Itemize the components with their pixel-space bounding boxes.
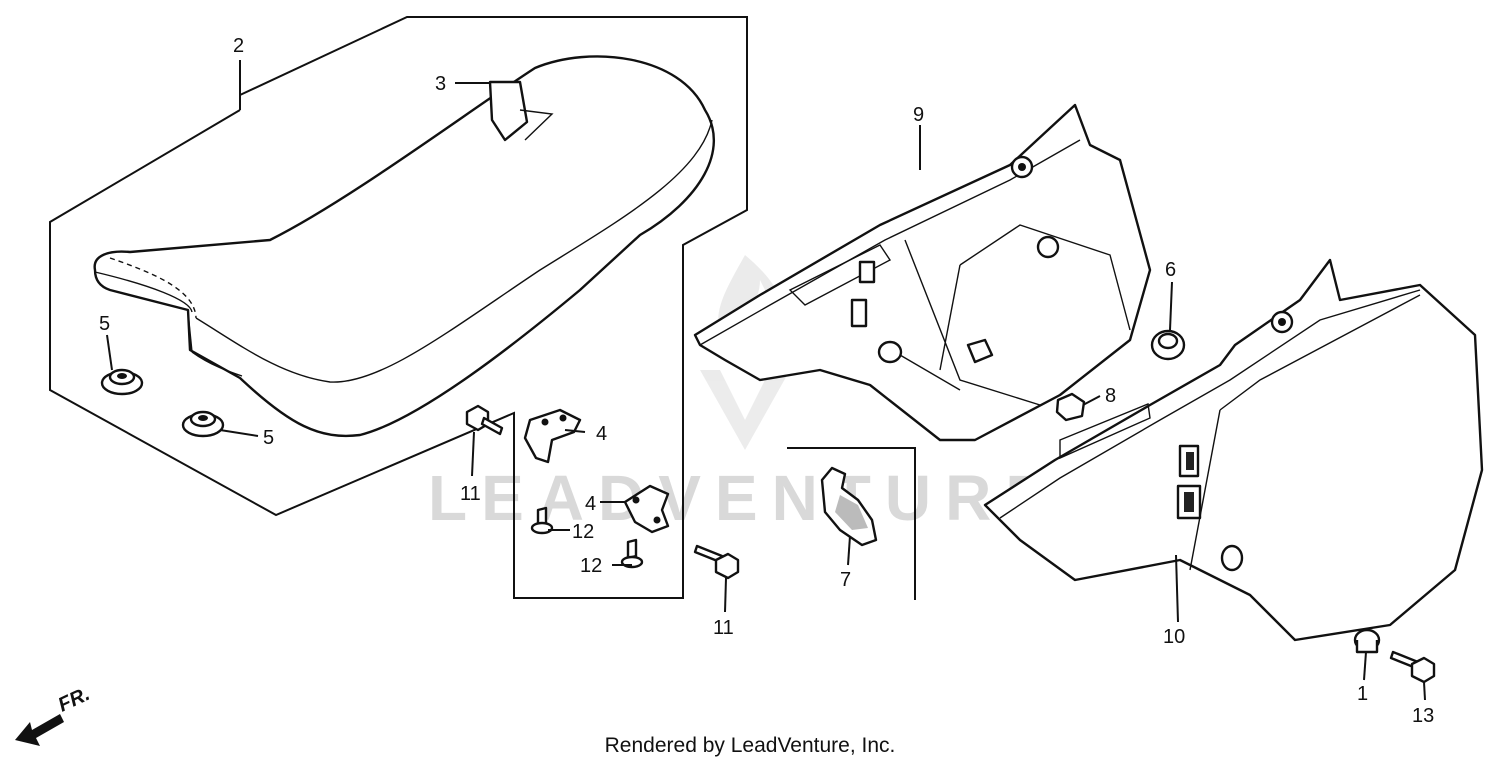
seat-group-frame xyxy=(49,16,748,599)
callout-4b: 4 xyxy=(585,493,596,515)
bolt-part-13 xyxy=(1389,650,1436,684)
callout-9: 9 xyxy=(913,104,924,126)
collar-part xyxy=(1353,628,1381,654)
bolt-part-b xyxy=(693,544,740,580)
callout-7: 7 xyxy=(840,569,851,591)
callout-1: 1 xyxy=(1357,683,1368,705)
bolt-part-a xyxy=(465,404,504,436)
bracket-part-b xyxy=(623,484,670,534)
callout-6: 6 xyxy=(1165,259,1176,281)
front-direction-label: FR. xyxy=(55,683,93,717)
callout-4a: 4 xyxy=(596,423,607,445)
clip-nut-part xyxy=(1055,392,1086,422)
callout-10: 10 xyxy=(1163,626,1185,648)
side-cover-left-part xyxy=(693,103,1152,442)
leader-lines xyxy=(106,60,1426,701)
emblem-part xyxy=(820,466,878,547)
seat-part xyxy=(93,55,715,438)
bolt-part-12b xyxy=(620,538,644,569)
bolt-part-12a xyxy=(530,506,554,535)
callout-11a: 11 xyxy=(460,483,481,505)
side-cover-right-part xyxy=(983,258,1484,642)
callout-3: 3 xyxy=(435,73,446,95)
callout-12b: 12 xyxy=(580,555,602,577)
callout-13: 13 xyxy=(1412,705,1434,727)
front-direction-arrow-icon xyxy=(15,714,64,746)
callout-5b: 5 xyxy=(263,427,274,449)
watermark-text: LEADVENTURE xyxy=(428,462,1062,534)
footer-credit: Rendered by LeadVenture, Inc. xyxy=(605,734,896,757)
seat-strap-part xyxy=(488,80,554,142)
callout-5a: 5 xyxy=(99,313,110,335)
bracket-part-a xyxy=(523,408,582,464)
emblem-group-frame xyxy=(787,447,916,600)
callout-8: 8 xyxy=(1105,385,1116,407)
seat-grommet-b xyxy=(181,410,225,438)
callout-11b: 11 xyxy=(713,617,734,639)
seat-grommet-a xyxy=(100,368,144,396)
callout-2: 2 xyxy=(233,35,244,57)
callout-12a: 12 xyxy=(572,521,594,543)
grommet-part-6 xyxy=(1150,329,1186,361)
